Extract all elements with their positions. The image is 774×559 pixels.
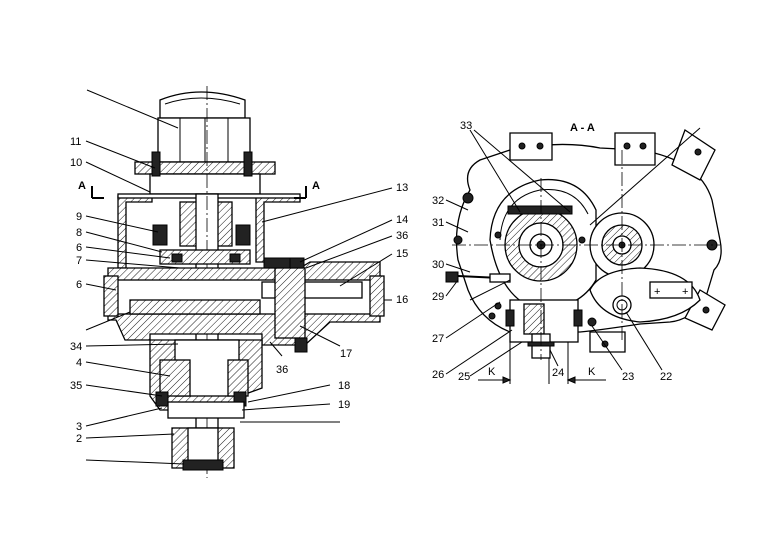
- dimension-k-right: K: [588, 366, 596, 378]
- part-label-22: 22: [660, 371, 672, 383]
- section-mark-left: A: [78, 180, 86, 192]
- part-label-19: 19: [338, 399, 350, 411]
- part-label-15: 15: [396, 248, 408, 260]
- part-label-34: 34: [70, 341, 82, 353]
- part-label-8: 8: [76, 227, 82, 239]
- part-label-26: 26: [432, 369, 444, 381]
- part-label-6b: 6: [76, 279, 82, 291]
- part-label-4: 4: [76, 357, 82, 369]
- part-label-17: 17: [340, 348, 352, 360]
- part-label-18: 18: [338, 380, 350, 392]
- longitudinal-section-view: A A 11 10 9 8 6 7 6 34: [70, 86, 408, 478]
- part-label-10: 10: [70, 157, 82, 169]
- motor-cap: [159, 91, 246, 119]
- section-mark-right: A: [312, 180, 320, 192]
- part-label-14: 14: [396, 214, 408, 226]
- dimension-k-left: K: [488, 366, 496, 378]
- part-label-9: 9: [76, 211, 82, 223]
- part-label-2: 2: [76, 433, 82, 445]
- plate-symbol-left: +: [654, 286, 660, 298]
- part-label-36: 36: [396, 230, 408, 242]
- section-title: A - A: [570, 122, 595, 134]
- part-label-33: 33: [460, 120, 472, 132]
- cross-section-view: A - A + +: [432, 120, 726, 384]
- part-label-31: 31: [432, 217, 444, 229]
- motor-body: [157, 117, 251, 163]
- part-label-30: 30: [432, 259, 444, 271]
- part-label-11: 11: [70, 136, 81, 148]
- part-label-6: 6: [76, 242, 82, 254]
- part-label-25: 25: [458, 371, 470, 383]
- part-label-7: 7: [76, 255, 82, 267]
- part-label-36b: 36: [276, 364, 288, 376]
- part-label-13: 13: [396, 182, 408, 194]
- part-label-16: 16: [396, 294, 408, 306]
- name-plate: [649, 281, 693, 299]
- upper-housing: [117, 195, 153, 269]
- part-label-3: 3: [76, 421, 82, 433]
- part-label-23: 23: [622, 371, 634, 383]
- plate-symbol-right: +: [682, 286, 688, 298]
- part-label-27: 27: [432, 333, 444, 345]
- gear-wheel: [129, 299, 261, 315]
- part-label-32: 32: [432, 195, 444, 207]
- part-label-35: 35: [70, 380, 82, 392]
- part-label-24: 24: [552, 367, 564, 379]
- part-label-29: 29: [432, 291, 444, 303]
